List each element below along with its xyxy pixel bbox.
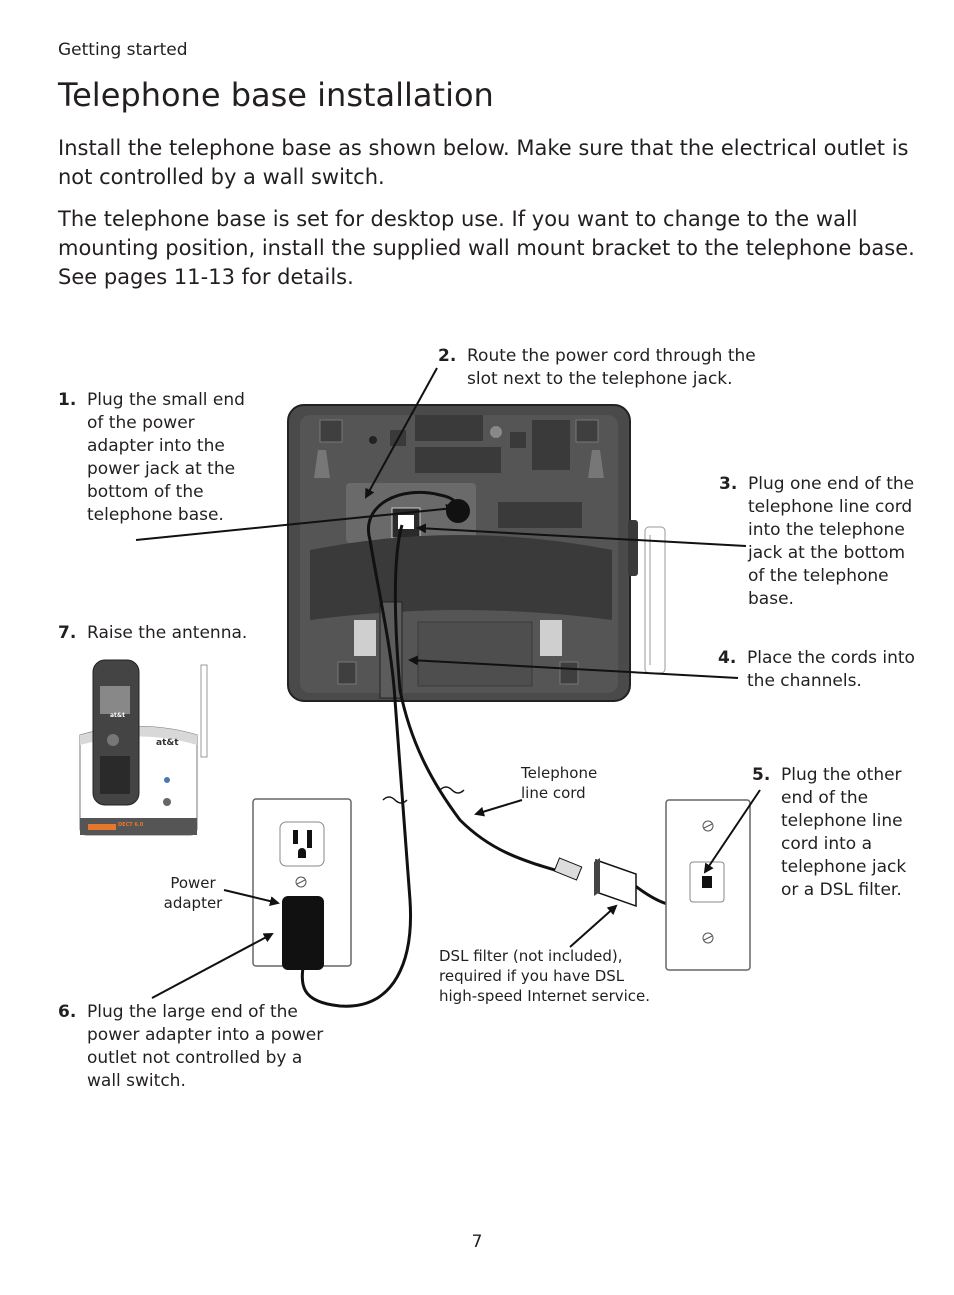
power-outlet-illustration <box>252 798 352 970</box>
section-header: Getting started <box>58 40 188 60</box>
cordless-phone-illustration <box>79 659 208 836</box>
telephone-line-cord-label: Telephone line cord <box>521 764 598 802</box>
step-7: 7. Raise the antenna. <box>58 622 298 645</box>
step-text: Plug the small end of the power adapter … <box>87 390 245 525</box>
dect-logo: DECT 6.0 <box>118 822 144 828</box>
intro-paragraph-2: The telephone base is set for desktop us… <box>58 207 915 289</box>
step-text: Place the cords into the channels. <box>747 648 915 691</box>
handset-logo: at&t <box>110 712 126 719</box>
step-number: 7. <box>58 623 77 643</box>
step-6: 6. Plug the large end of the power adapt… <box>58 1001 338 1093</box>
break-marks <box>382 786 465 804</box>
page-title: Telephone base installation <box>58 76 494 114</box>
intro-paragraph-1: Install the telephone base as shown belo… <box>58 136 909 189</box>
step-number: 6. <box>58 1002 77 1022</box>
telephone-base-illustration <box>287 404 666 702</box>
step-4: 4. Place the cords into the channels. <box>718 647 918 693</box>
step-2: 2. Route the power cord through the slot… <box>438 345 778 391</box>
base-logo: at&t <box>156 738 179 748</box>
power-adapter-label: Power adapter <box>163 874 223 912</box>
leader-arrows <box>135 367 761 999</box>
line-cord-plug <box>553 857 583 881</box>
step-number: 2. <box>438 346 457 366</box>
step-1: 1. Plug the small end of the power adapt… <box>58 389 258 527</box>
page-number: 7 <box>471 1232 483 1252</box>
step-number: 3. <box>719 474 738 494</box>
step-number: 1. <box>58 390 77 410</box>
dsl-filter-label: DSL filter (not included), required if y… <box>439 947 651 1005</box>
step-text: Plug one end of the telephone line cord … <box>748 474 915 609</box>
step-5: 5. Plug the other end of the telephone l… <box>752 764 922 902</box>
step-text: Plug the large end of the power adapter … <box>87 1002 324 1091</box>
wall-jack-illustration <box>665 799 751 971</box>
step-number: 5. <box>752 765 771 785</box>
step-text: Route the power cord through the slot ne… <box>467 346 756 389</box>
step-number: 4. <box>718 648 737 668</box>
step-3: 3. Plug one end of the telephone line co… <box>719 473 919 611</box>
step-text: Raise the antenna. <box>87 623 248 643</box>
dsl-filter-illustration <box>594 858 637 908</box>
step-text: Plug the other end of the telephone line… <box>781 765 907 900</box>
